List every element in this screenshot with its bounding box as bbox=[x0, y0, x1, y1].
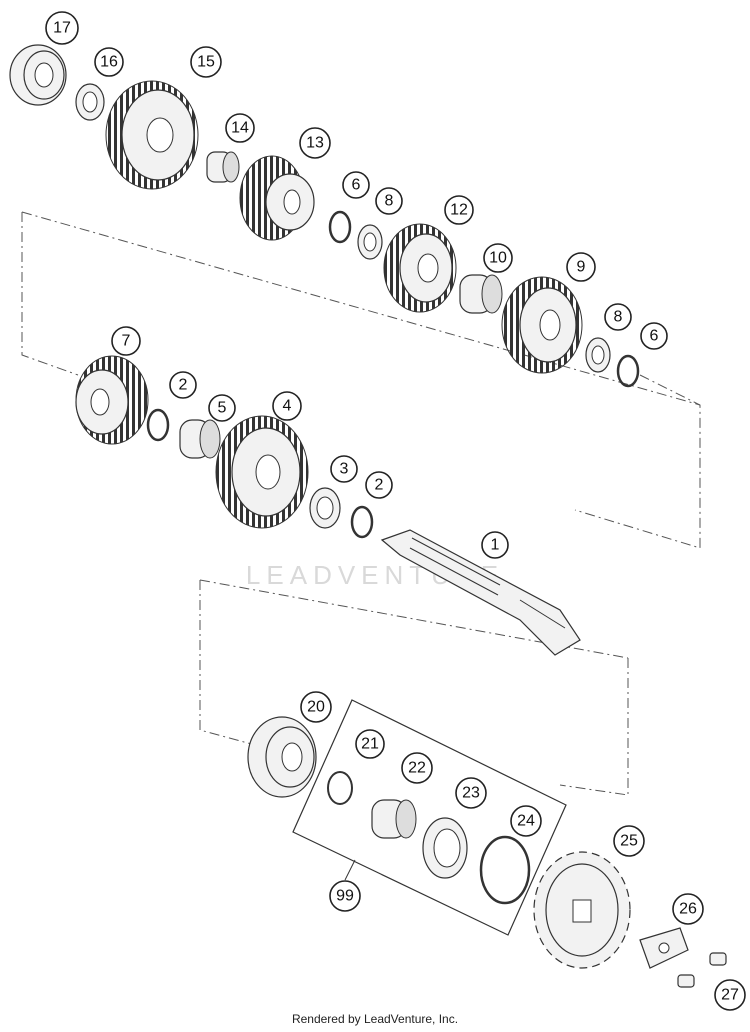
callout-9: 9 bbox=[566, 252, 596, 282]
svg-text:8: 8 bbox=[614, 309, 623, 326]
part-6-circlip-lower bbox=[616, 354, 640, 388]
callout-15: 15 bbox=[190, 46, 222, 78]
part-26-lock-washer bbox=[639, 927, 689, 969]
part-8-washer-lower bbox=[585, 337, 611, 373]
callout-2-upper: 2 bbox=[169, 371, 197, 399]
callout-7: 7 bbox=[111, 326, 141, 356]
part-21-ring bbox=[327, 771, 353, 805]
part-2-circlip-upper bbox=[146, 408, 170, 442]
callout-12: 12 bbox=[444, 195, 474, 225]
assembly-guide-right bbox=[574, 374, 701, 549]
part-2-circlip-lower bbox=[350, 505, 374, 539]
svg-text:17: 17 bbox=[53, 20, 71, 37]
svg-text:4: 4 bbox=[283, 398, 292, 415]
svg-text:25: 25 bbox=[620, 833, 638, 850]
callout-5: 5 bbox=[208, 394, 236, 422]
callout-4: 4 bbox=[272, 391, 302, 421]
callout-10: 10 bbox=[483, 243, 513, 273]
svg-text:23: 23 bbox=[462, 785, 480, 802]
part-17-bearing bbox=[9, 44, 67, 106]
assembly-guide-lower bbox=[199, 580, 256, 746]
part-10-bushing bbox=[459, 274, 503, 314]
part-14-needle-bearing bbox=[206, 151, 240, 183]
callout-22: 22 bbox=[401, 752, 433, 784]
callout-16: 16 bbox=[94, 47, 124, 77]
callout-24: 24 bbox=[510, 805, 542, 837]
part-15-gear bbox=[105, 80, 199, 190]
footer-credit: Rendered by LeadVenture, Inc. bbox=[291, 1012, 459, 1026]
svg-text:6: 6 bbox=[352, 177, 361, 194]
svg-text:12: 12 bbox=[450, 202, 468, 219]
callout-99: 99 bbox=[329, 880, 361, 912]
callout-27: 27 bbox=[714, 979, 746, 1011]
kit-99-box bbox=[292, 699, 567, 936]
svg-text:99: 99 bbox=[336, 888, 354, 905]
part-8-washer-upper bbox=[357, 224, 383, 260]
part-20-bearing bbox=[247, 716, 317, 798]
part-22-sleeve bbox=[371, 799, 417, 839]
svg-text:16: 16 bbox=[100, 54, 118, 71]
callout-2-lower: 2 bbox=[365, 471, 393, 499]
part-9-gear bbox=[501, 276, 583, 374]
part-1-main-shaft bbox=[380, 529, 581, 656]
svg-text:2: 2 bbox=[179, 377, 188, 394]
part-6-circlip-upper bbox=[328, 210, 352, 244]
callout-26: 26 bbox=[672, 893, 704, 925]
part-13-gear bbox=[239, 155, 315, 241]
callout-13: 13 bbox=[299, 127, 331, 159]
part-7-gear bbox=[75, 355, 149, 445]
svg-text:7: 7 bbox=[122, 333, 131, 350]
part-4-gear bbox=[215, 415, 309, 529]
callout-3: 3 bbox=[330, 455, 358, 483]
part-25-sprocket bbox=[533, 851, 631, 969]
callout-21: 21 bbox=[355, 729, 385, 759]
kit-99-leader bbox=[344, 859, 356, 881]
svg-text:14: 14 bbox=[231, 120, 249, 137]
svg-text:9: 9 bbox=[577, 259, 586, 276]
part-16-shim bbox=[75, 83, 105, 121]
callout-6-upper: 6 bbox=[342, 171, 370, 199]
part-23-seal bbox=[422, 817, 468, 879]
svg-text:26: 26 bbox=[679, 901, 697, 918]
part-24-o-ring bbox=[479, 835, 531, 905]
svg-text:6: 6 bbox=[650, 328, 659, 345]
part-27-bolts bbox=[677, 952, 727, 988]
svg-text:20: 20 bbox=[307, 699, 325, 716]
svg-text:22: 22 bbox=[408, 760, 426, 777]
callout-14: 14 bbox=[225, 113, 255, 143]
callout-20: 20 bbox=[300, 691, 332, 723]
callout-17: 17 bbox=[45, 11, 79, 45]
svg-text:2: 2 bbox=[375, 477, 384, 494]
svg-text:1: 1 bbox=[491, 537, 500, 554]
part-5-bushing bbox=[179, 419, 221, 459]
callout-8-upper: 8 bbox=[375, 187, 403, 215]
svg-text:21: 21 bbox=[361, 736, 379, 753]
svg-text:5: 5 bbox=[218, 400, 227, 417]
svg-text:15: 15 bbox=[197, 54, 215, 71]
svg-text:27: 27 bbox=[721, 987, 739, 1004]
part-3-shim bbox=[309, 487, 341, 529]
callout-6-lower: 6 bbox=[640, 322, 668, 350]
part-12-gear bbox=[383, 223, 457, 313]
svg-text:3: 3 bbox=[340, 461, 349, 478]
assembly-guide-lower-right bbox=[559, 658, 629, 796]
svg-text:24: 24 bbox=[517, 813, 535, 830]
svg-text:8: 8 bbox=[385, 193, 394, 210]
svg-text:13: 13 bbox=[306, 135, 324, 152]
callout-8-lower: 8 bbox=[604, 303, 632, 331]
callout-25: 25 bbox=[613, 825, 645, 857]
callout-23: 23 bbox=[455, 777, 487, 809]
assembly-guide-upper-top bbox=[21, 211, 701, 406]
callout-1: 1 bbox=[481, 531, 509, 559]
assembly-guide-upper bbox=[21, 212, 79, 376]
svg-text:10: 10 bbox=[489, 250, 507, 267]
